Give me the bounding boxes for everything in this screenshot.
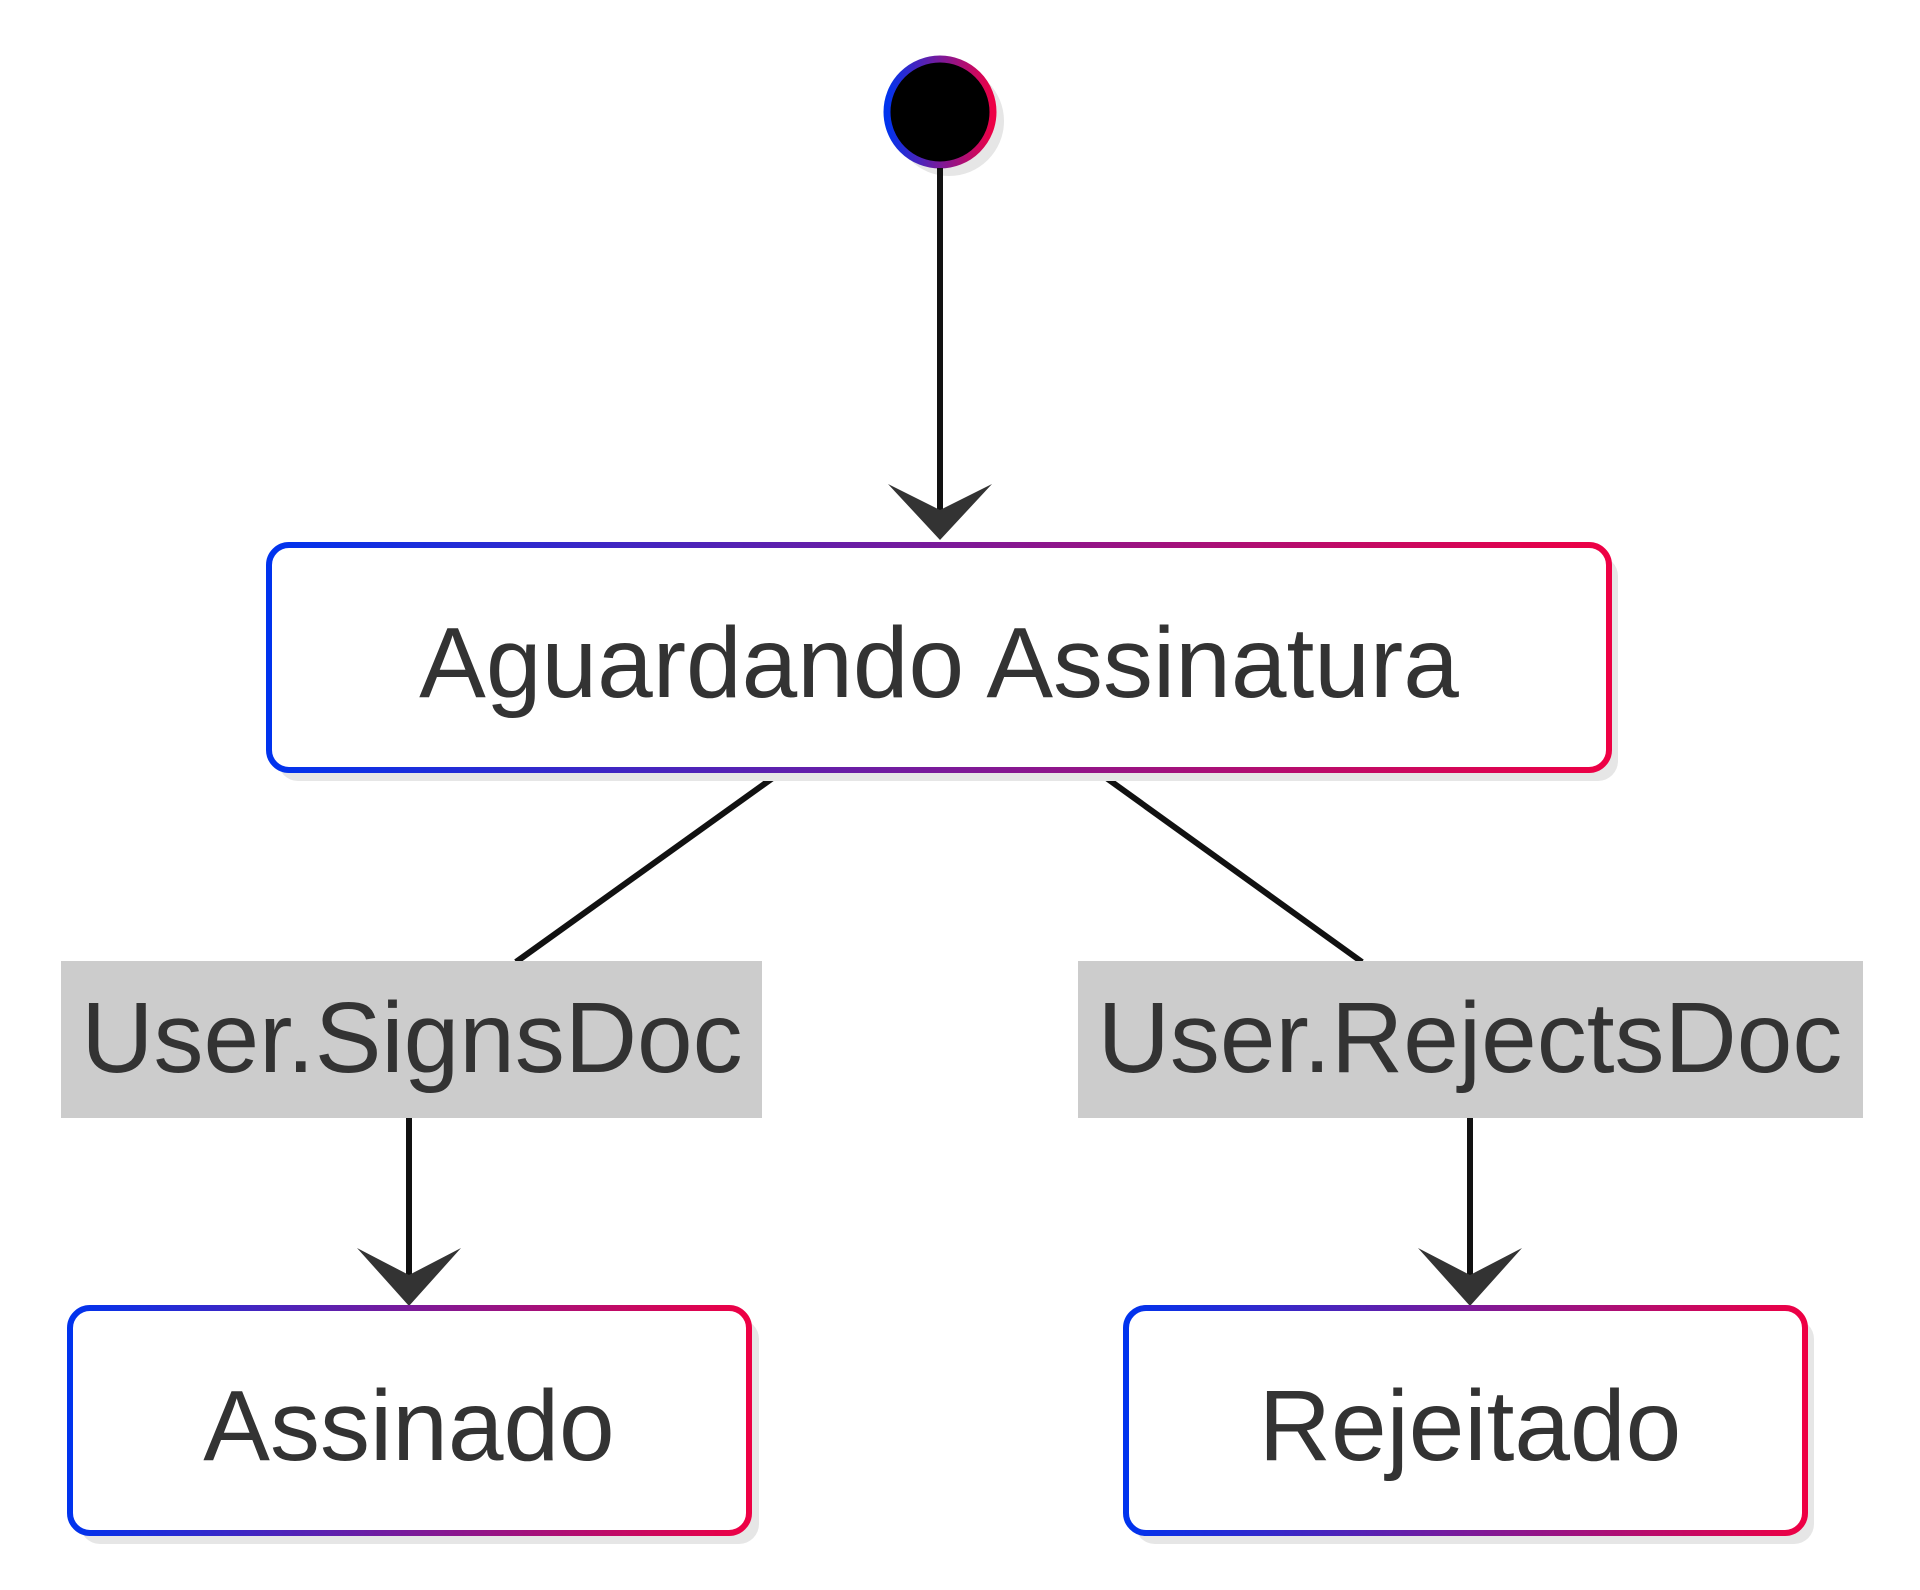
edge-label-signs-doc-text: User.SignsDoc <box>81 982 742 1094</box>
arrowhead <box>1418 1248 1522 1306</box>
edge-label-rejects-doc: User.RejectsDoc <box>1078 961 1863 1118</box>
start-node <box>883 55 1004 176</box>
arrowhead <box>357 1248 461 1306</box>
state-aguardando-assinatura: Aguardando Assinatura <box>266 542 1618 781</box>
edge-aguardando-to-rejeitado <box>1096 769 1522 1306</box>
state-rejeitado-label: Rejeitado <box>1259 1370 1682 1482</box>
edge-start-to-aguardando <box>888 168 992 540</box>
edge-aguardando-to-assinado <box>357 769 783 1306</box>
state-assinado-label: Assinado <box>203 1370 614 1482</box>
edge-label-signs-doc: User.SignsDoc <box>61 961 762 1118</box>
state-aguardando-assinatura-label: Aguardando Assinatura <box>419 607 1459 719</box>
state-rejeitado: Rejeitado <box>1123 1305 1814 1544</box>
arrowhead <box>888 484 992 540</box>
edge-label-rejects-doc-text: User.RejectsDoc <box>1098 982 1843 1094</box>
state-assinado: Assinado <box>67 1305 759 1544</box>
